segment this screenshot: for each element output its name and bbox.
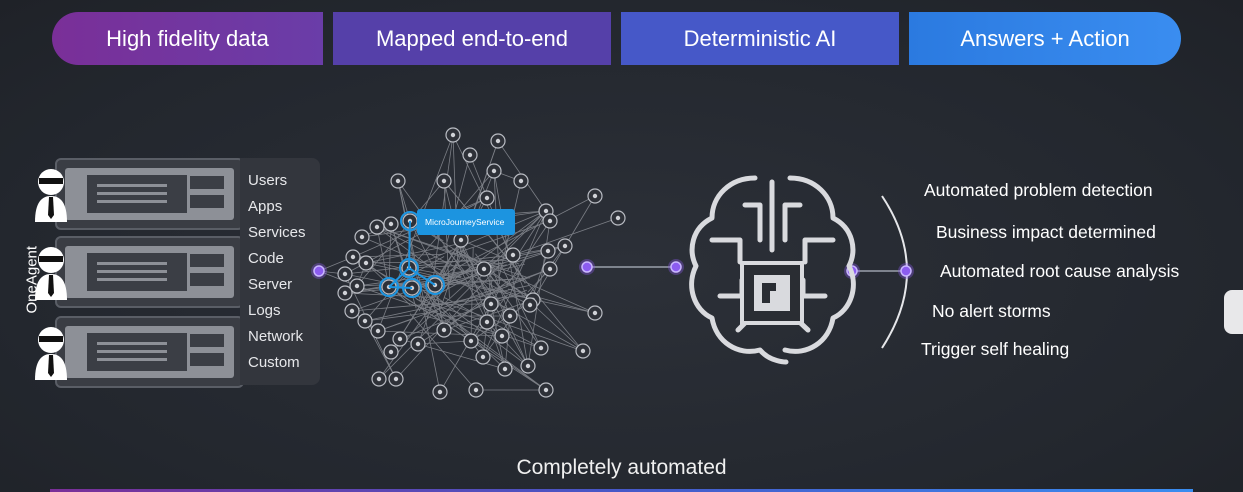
result-item: Trigger self healing	[921, 339, 1070, 359]
topology-node-glyph	[395, 178, 401, 184]
topology-node-glyph	[615, 215, 621, 221]
topology-node-glyph	[397, 336, 403, 342]
footer-caption: Completely automated	[516, 456, 727, 479]
topology-node-glyph	[527, 302, 533, 308]
topology-node-glyph	[342, 271, 348, 277]
data-source-item: Server	[248, 276, 293, 293]
topology-node-glyph	[437, 389, 443, 395]
data-source-item: Apps	[248, 198, 283, 215]
topology-node-glyph	[491, 168, 497, 174]
topology-node-glyph	[507, 313, 513, 319]
topology-node-glyph	[441, 327, 447, 333]
topology-node-glyph	[388, 221, 394, 227]
topology-node-glyph	[363, 260, 369, 266]
topology-node-glyph	[473, 387, 479, 393]
topology-node-glyph	[580, 348, 586, 354]
topology-node-glyph	[543, 387, 549, 393]
result-item: Automated root cause analysis	[940, 261, 1180, 281]
result-item: Automated problem detection	[924, 180, 1153, 200]
selected-node-ring	[425, 275, 445, 295]
chip-icon	[740, 261, 804, 325]
topology-node-glyph	[350, 254, 356, 260]
topology-node-glyph	[354, 283, 360, 289]
data-source-item: Users	[248, 172, 288, 189]
topology-node-glyph	[349, 308, 355, 314]
process-steps: High fidelity data Mapped end-to-end Det…	[52, 12, 1181, 65]
topology-node-glyph	[547, 266, 553, 272]
step-deterministic-ai: Deterministic AI	[621, 12, 899, 65]
topology-node-glyph	[342, 290, 348, 296]
server-rack-icon	[55, 236, 244, 308]
connector-dots	[311, 259, 914, 279]
topology-node-glyph	[518, 178, 524, 184]
topology-node-glyph	[484, 195, 490, 201]
server-rack-icon	[55, 316, 244, 388]
selected-edge	[408, 267, 436, 286]
data-source-item: Code	[248, 250, 284, 267]
spy-agent-icon	[35, 169, 67, 222]
topology-node-glyph	[488, 301, 494, 307]
footer-gradient-bar	[50, 489, 1193, 492]
topology-node-glyph	[484, 319, 490, 325]
data-source-item: Custom	[248, 354, 300, 371]
spy-agent-icon	[35, 247, 67, 300]
result-item: Business impact determined	[936, 222, 1156, 242]
topology-node-glyph	[547, 218, 553, 224]
topology-node-glyph	[393, 376, 399, 382]
topology-node-glyph	[543, 208, 549, 214]
data-source-panel	[240, 158, 320, 385]
topology-node-glyph	[359, 234, 365, 240]
topology-node-glyph	[495, 138, 501, 144]
topology-node-glyph	[545, 248, 551, 254]
topology-node-glyph	[450, 132, 456, 138]
result-item: No alert storms	[932, 301, 1051, 321]
selected-edge	[388, 267, 410, 288]
topology-node-glyph	[374, 224, 380, 230]
topology-node-glyph	[562, 243, 568, 249]
service-tooltip[interactable]: MicroJourneyService	[417, 209, 515, 235]
topology-node-glyph	[510, 252, 516, 258]
topology-node-glyph	[592, 193, 598, 199]
topology-node-glyph	[538, 345, 544, 351]
step-answers-action: Answers + Action	[909, 12, 1181, 65]
topology-node-glyph	[499, 333, 505, 339]
topology-node-glyph	[467, 152, 473, 158]
selected-edge	[388, 286, 413, 289]
topology-node-glyph	[592, 310, 598, 316]
topology-node-glyph	[525, 363, 531, 369]
step-high-fidelity-data: High fidelity data	[52, 12, 323, 65]
data-source-item: Services	[248, 224, 306, 241]
data-source-item: Logs	[248, 302, 281, 319]
topology-node-glyph	[388, 349, 394, 355]
topology-node-glyph	[481, 266, 487, 272]
topology-node-glyph	[502, 366, 508, 372]
topology-node-glyph	[375, 328, 381, 334]
topology-node-glyph	[415, 341, 421, 347]
step-mapped-end-to-end: Mapped end-to-end	[333, 12, 611, 65]
topology-node-glyph	[362, 318, 368, 324]
topology-nodes	[337, 127, 626, 400]
topology-node-glyph	[376, 376, 382, 382]
spy-agent-icon	[35, 327, 67, 380]
topology-node-glyph	[458, 237, 464, 243]
side-expand-button[interactable]	[1224, 290, 1243, 334]
topology-node-glyph	[468, 338, 474, 344]
selected-edge	[408, 220, 411, 269]
data-source-item: Network	[248, 328, 304, 345]
topology-node-glyph	[480, 354, 486, 360]
topology-node-glyph	[441, 178, 447, 184]
server-rack-icon	[55, 158, 244, 230]
